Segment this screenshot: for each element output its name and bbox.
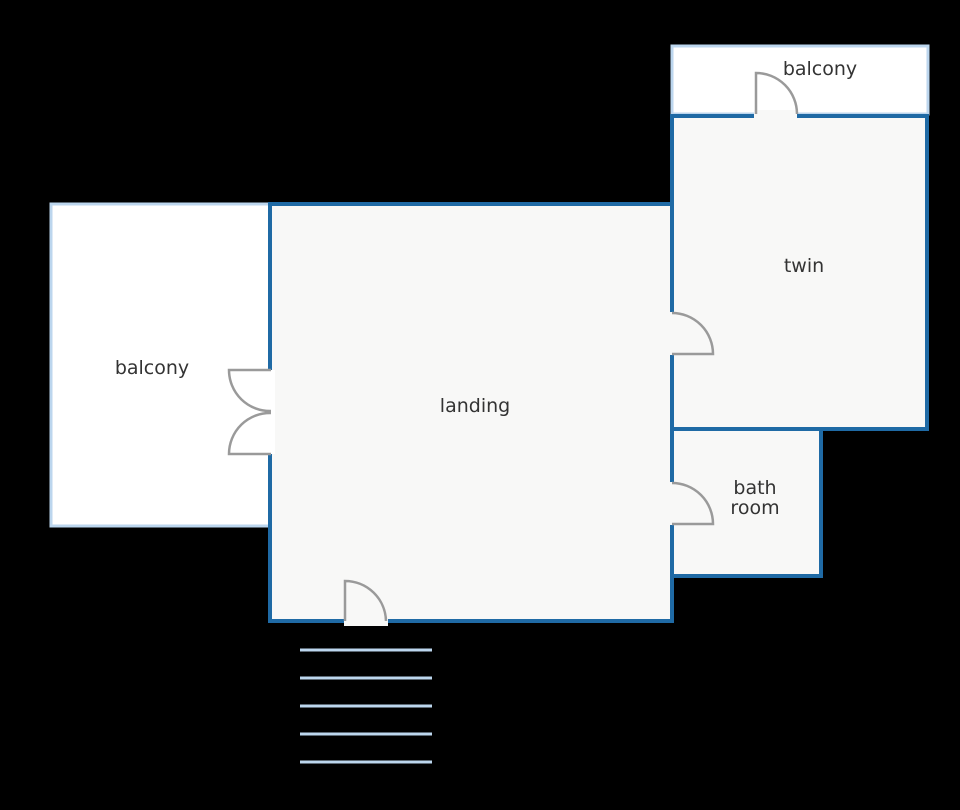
room-label-balcony-top: balcony xyxy=(783,58,857,80)
room-label-bathroom-line2: room xyxy=(730,497,779,519)
bathroom-door[interactable] xyxy=(667,481,715,526)
room-balcony-left: balcony xyxy=(49,202,273,528)
entrance-door[interactable] xyxy=(343,579,388,626)
room-landing: landing xyxy=(268,202,674,623)
room-label-bathroom-line1: bath xyxy=(733,477,776,499)
room-balcony-top: balcony xyxy=(670,44,930,116)
room-bathroom: bath room xyxy=(670,427,823,578)
room-label-landing: landing xyxy=(440,395,510,417)
twin-door[interactable] xyxy=(667,311,715,356)
room-label-twin: twin xyxy=(784,255,824,277)
room-label-balcony-left: balcony xyxy=(115,357,189,379)
balcony-door-top[interactable] xyxy=(754,71,799,119)
stairs xyxy=(300,648,432,764)
room-twin: twin xyxy=(670,114,929,431)
balcony-french-door[interactable] xyxy=(227,368,275,456)
